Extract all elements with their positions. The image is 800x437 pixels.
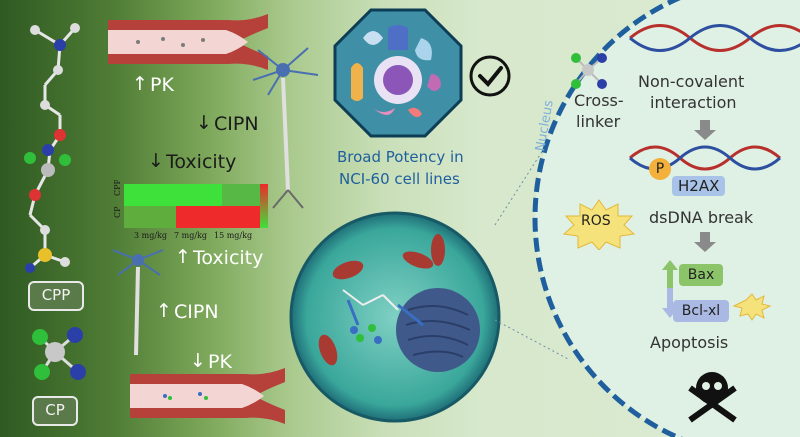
apoptosis-label: Apoptosis xyxy=(650,333,729,352)
blood-vessel-icon xyxy=(108,14,268,70)
organs-octagon-icon xyxy=(333,8,463,138)
heatmap-cell-1-1 xyxy=(176,206,222,228)
dsdna-break-label: dsDNA break xyxy=(649,208,754,227)
heatmap-cell-1-0 xyxy=(124,206,176,228)
cipn-up-arrow-icon: ↑ xyxy=(156,300,172,322)
heatmap-row-label-1: CP xyxy=(113,206,122,218)
cpp-label: CPP xyxy=(28,281,84,311)
broad-potency-line2: NCI-60 cell lines xyxy=(339,170,460,188)
phosphate-icon: P xyxy=(649,158,671,180)
ros-label: ROS xyxy=(581,213,611,229)
toxicity-down-arrow-icon: ↓ xyxy=(148,150,164,172)
cipn-down-label: CIPN xyxy=(214,113,259,135)
cell-illustration-icon xyxy=(289,211,501,423)
broad-potency-line1: Broad Potency in xyxy=(337,148,464,166)
molecule-structures-icon xyxy=(24,23,86,380)
blood-vessel-icon-2 xyxy=(130,368,285,424)
heatmap-cell-1-2 xyxy=(222,206,264,228)
pk-down-label: PK xyxy=(208,351,232,373)
nucleus-region xyxy=(532,0,800,437)
neuron-icon xyxy=(252,47,319,209)
checkmark-icon xyxy=(469,55,511,97)
pk-down-arrow-icon: ↓ xyxy=(190,350,206,372)
toxicity-heatmap: CPP CP 3 mg/kg 7 mg/kg 15 mg/kg xyxy=(113,180,268,240)
heatmap-cell-0-2 xyxy=(222,184,264,206)
cipn-down-arrow-icon: ↓ xyxy=(196,112,212,134)
zoom-lines xyxy=(494,99,576,361)
toxicity-down-label: Toxicity xyxy=(166,151,237,173)
cipn-up-label: CIPN xyxy=(174,301,219,323)
toxicity-up-arrow-icon: ↑ xyxy=(175,246,191,268)
toxicity-up-label: Toxicity xyxy=(193,247,264,269)
bax-box: Bax xyxy=(679,264,723,286)
cross-linker-label-2: linker xyxy=(576,112,621,131)
neuron-icon-2 xyxy=(112,249,164,356)
noncovalent-label-2: interaction xyxy=(650,93,737,112)
noncovalent-label-1: Non-covalent xyxy=(638,72,745,91)
cp-label: CP xyxy=(32,396,78,426)
heatmap-col-label-0: 3 mg/kg xyxy=(134,231,167,240)
heatmap-row-label-0: CPP xyxy=(113,180,122,196)
heatmap-col-label-1: 7 mg/kg xyxy=(174,231,207,240)
cross-linker-label-1: Cross- xyxy=(574,91,624,110)
heatmap-cell-0-1 xyxy=(176,184,222,206)
heatmap-cell-0-0 xyxy=(124,184,176,206)
ros-starburst-icon xyxy=(562,199,636,250)
h2ax-label: H2AX xyxy=(672,176,726,196)
bclxl-box: Bcl-xl xyxy=(673,300,729,322)
pk-up-label: PK xyxy=(150,74,174,96)
pk-up-arrow-icon: ↑ xyxy=(132,73,148,95)
heatmap-col-label-2: 15 mg/kg xyxy=(214,231,252,240)
